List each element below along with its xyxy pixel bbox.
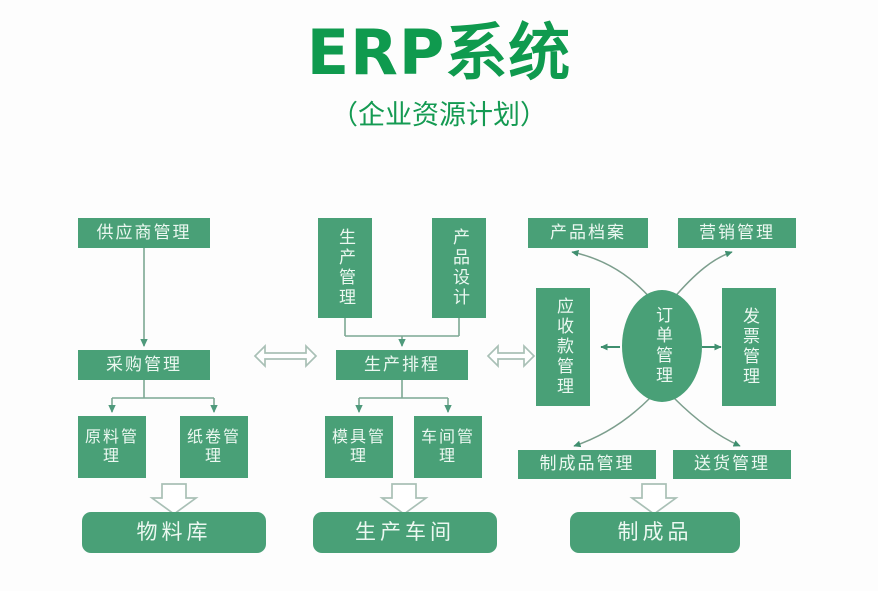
node-supplier-management[interactable]: 供应商管理 [78, 218, 210, 248]
hollow-bidirectional-arrow-right [486, 343, 536, 369]
node-product-design[interactable]: 产品设计 [432, 218, 486, 318]
node-production-workshop[interactable]: 生产车间 [313, 512, 497, 553]
hollow-arrow-to-finished-goods [629, 483, 679, 516]
node-paper-roll-management[interactable]: 纸卷管理 [180, 416, 248, 478]
node-receivables-management[interactable]: 应收款管理 [536, 288, 590, 406]
hollow-arrow-to-production-workshop [379, 483, 429, 516]
page-title: ERP系统 [0, 20, 878, 85]
node-production-management[interactable]: 生产管理 [318, 218, 372, 318]
wire-purchase-to-materials [108, 380, 218, 413]
node-raw-material-management[interactable]: 原料管理 [78, 416, 146, 478]
node-invoice-management[interactable]: 发票管理 [722, 288, 776, 406]
node-mold-management[interactable]: 模具管理 [325, 416, 393, 478]
node-purchase-management[interactable]: 采购管理 [78, 350, 210, 380]
node-production-schedule[interactable]: 生产排程 [336, 350, 468, 380]
title-block: ERP系统 （企业资源计划） [0, 20, 878, 132]
title-latin: ERP [306, 16, 446, 89]
wire-production-inputs-to-schedule [344, 318, 460, 347]
node-delivery-management[interactable]: 送货管理 [673, 450, 791, 479]
node-finished-goods-management[interactable]: 制成品管理 [518, 450, 656, 479]
node-finished-goods[interactable]: 制成品 [570, 512, 740, 553]
node-marketing-management[interactable]: 营销管理 [678, 218, 796, 248]
node-workshop-management[interactable]: 车间管理 [414, 416, 482, 478]
wire-schedule-to-shopfloor [355, 380, 452, 413]
page-subtitle: （企业资源计划） [331, 100, 547, 132]
hollow-bidirectional-arrow-left [253, 343, 318, 369]
title-cjk: 系统 [445, 16, 572, 89]
node-order-management[interactable]: 订单管理 [622, 290, 702, 402]
hollow-arrow-to-warehouse [149, 483, 199, 516]
node-product-archive[interactable]: 产品档案 [528, 218, 648, 248]
node-material-warehouse[interactable]: 物料库 [82, 512, 266, 553]
